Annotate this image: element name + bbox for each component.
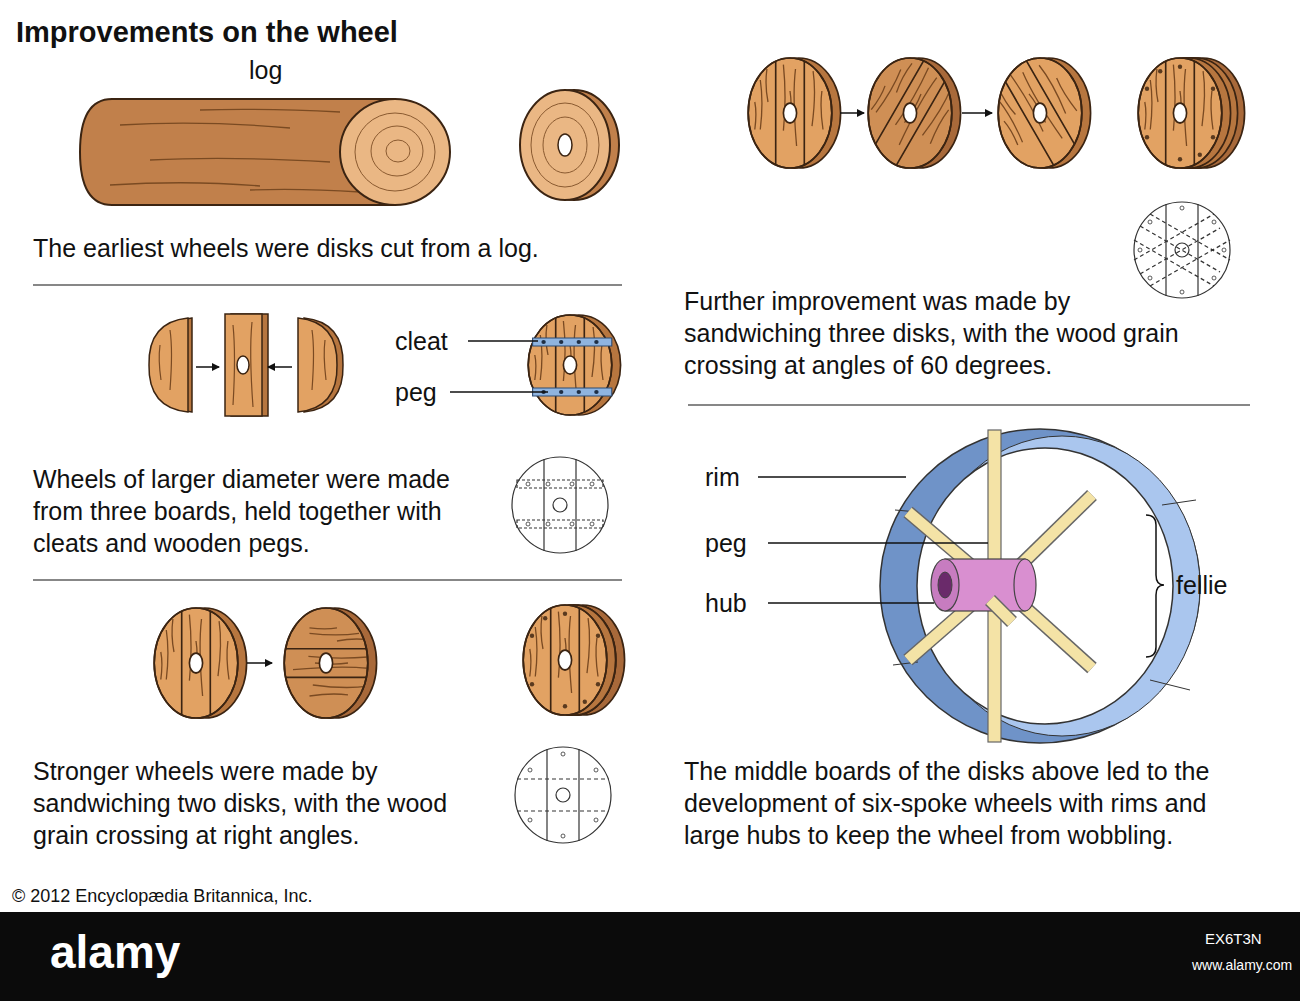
section-caption: The earliest wheels were disks cut from … <box>33 232 539 264</box>
leader-line <box>468 340 538 342</box>
diagram-title: Improvements on the wheel <box>16 15 398 49</box>
three-disk-plan <box>1134 202 1230 298</box>
cleated-plan <box>512 457 608 553</box>
leader-line <box>768 542 988 544</box>
spoked-wheel <box>880 429 1200 743</box>
cleated-wheel <box>528 295 620 435</box>
part-label: rim <box>705 461 740 493</box>
section-caption: Wheels of larger diameter were made from… <box>33 463 505 559</box>
two-disks <box>154 583 651 740</box>
watermark-url: www.alamy.com <box>1192 956 1292 974</box>
part-label: peg <box>705 527 747 559</box>
separator <box>688 404 1250 405</box>
part-label: cleat <box>395 325 448 357</box>
section-caption: Further improvement was made by sandwich… <box>684 285 1184 381</box>
log-drawing <box>80 99 450 205</box>
watermark-logo: alamy <box>50 926 180 978</box>
two-disk-plan <box>515 747 611 843</box>
watermark-bar <box>0 912 1300 1001</box>
log-disk <box>520 90 619 200</box>
part-label: hub <box>705 587 747 619</box>
three-boards <box>149 314 343 416</box>
copyright-note: © 2012 Encyclopædia Britannica, Inc. <box>12 884 312 908</box>
watermark-id: EX6T3N <box>1205 930 1262 948</box>
separator <box>33 284 622 285</box>
part-label: log <box>249 54 282 86</box>
section-caption: The middle boards of the disks above led… <box>684 755 1296 851</box>
separator <box>33 579 622 580</box>
part-label: peg <box>395 376 437 408</box>
section-caption: Stronger wheels were made by sandwiching… <box>33 755 479 851</box>
three-disks <box>748 29 1261 198</box>
leader-line <box>768 602 934 604</box>
leader-line <box>450 391 548 393</box>
leader-line <box>758 476 906 478</box>
part-label: fellie <box>1176 569 1227 601</box>
bracket <box>1146 515 1164 657</box>
